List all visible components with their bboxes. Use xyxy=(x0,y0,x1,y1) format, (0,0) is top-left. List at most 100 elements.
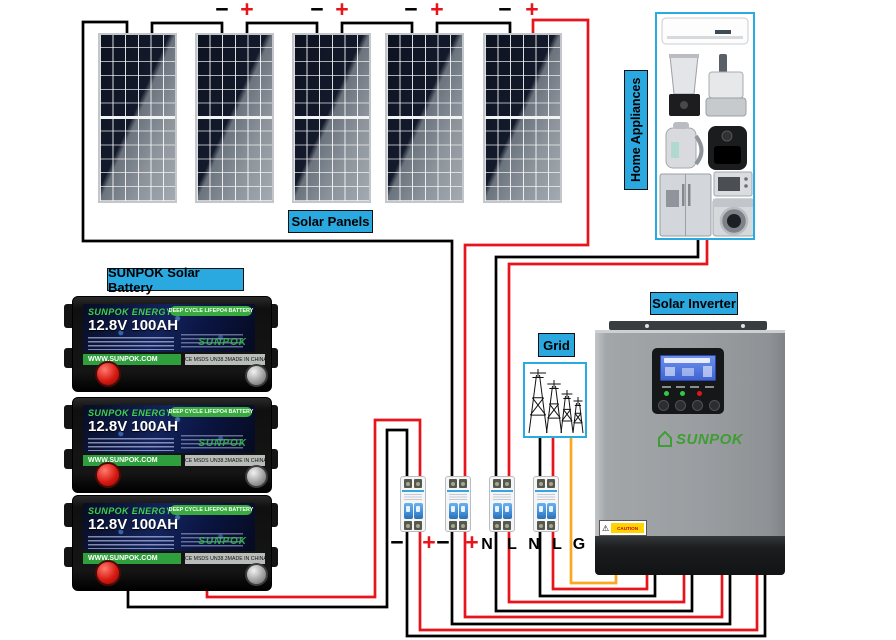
circuit-breaker xyxy=(489,476,515,532)
plus-label: + xyxy=(430,0,444,22)
terminal-screw xyxy=(537,479,545,488)
pv-series-link-wire xyxy=(245,21,319,34)
toaster-oven-icon xyxy=(713,171,753,197)
fine-print xyxy=(88,337,174,350)
battery-positive-wire xyxy=(205,418,422,599)
breaker-toggle xyxy=(492,503,502,519)
breaker-toggles xyxy=(534,503,558,519)
battery-positive-terminal xyxy=(95,462,121,488)
solar-panel xyxy=(483,33,562,203)
breaker-bottom-terminals xyxy=(401,521,425,530)
terminal-screw xyxy=(547,521,555,530)
battery-type-badge: DEEP CYCLE LIFEPO4 BATTERY xyxy=(168,505,254,515)
breaker-top-terminals xyxy=(534,479,558,488)
breaker3-to-inverter-black xyxy=(494,530,694,613)
pylon-icon xyxy=(528,369,548,434)
terminal-letter-label: N xyxy=(528,536,540,553)
breaker-brand-stripe xyxy=(491,490,513,492)
kettle-icon xyxy=(665,122,704,169)
breaker-brand-stripe xyxy=(535,490,557,492)
appliance-icons xyxy=(659,17,755,237)
cert-text: CE MSDS UN38.3 xyxy=(185,356,228,363)
breaker-toggle xyxy=(536,503,546,519)
warning-triangle-icon: ⚠ xyxy=(602,523,610,533)
terminal-screw xyxy=(404,521,412,530)
panel-half-cut-gap xyxy=(100,116,175,119)
terminal-screw xyxy=(449,479,457,488)
solar-panel xyxy=(98,33,177,203)
blender-icon xyxy=(669,54,700,116)
solar-panel xyxy=(195,33,274,203)
terminal-screw xyxy=(404,479,412,488)
ground-wire xyxy=(569,437,618,585)
pv-string-positive-wire xyxy=(463,18,590,479)
battery-brand-text: SUNPOK ENERGY xyxy=(88,506,173,516)
battery-negative-terminal xyxy=(245,465,268,488)
terminal-letter-label: L xyxy=(507,536,517,553)
battery-spec-text: 12.8V 100AH xyxy=(88,418,179,435)
circuit-breaker xyxy=(445,476,471,532)
plus-label: + xyxy=(335,0,349,22)
terminal-screw xyxy=(459,521,467,530)
terminal-screw xyxy=(537,521,545,530)
breaker-bottom-terminals xyxy=(446,521,470,530)
air-fryer-icon xyxy=(708,126,747,170)
minus-label: − xyxy=(498,0,512,22)
status-led-green xyxy=(664,391,669,396)
battery-watermark: SUNPOK xyxy=(198,337,247,348)
breaker2-to-inverter-red xyxy=(463,530,724,619)
terminal-letter-label: N xyxy=(481,536,493,553)
cert-text: CE MSDS UN38.3 xyxy=(185,555,228,562)
inverter-brand-logo: SUNPOK xyxy=(657,430,743,448)
terminal-screw xyxy=(449,521,457,530)
panel-half-cut-gap xyxy=(197,116,272,119)
terminal-screw xyxy=(414,479,422,488)
terminal-screw xyxy=(493,479,501,488)
breaker4-to-inverter-red xyxy=(551,530,649,591)
status-led-green2 xyxy=(680,391,685,396)
panel-half-cut-gap xyxy=(485,116,560,119)
appliance-live-wire xyxy=(507,239,709,479)
battery-negative-terminal xyxy=(245,364,268,387)
terminal-screw xyxy=(547,479,555,488)
breaker-toggle xyxy=(546,503,556,519)
cert-text: CE MSDS UN38.3 xyxy=(185,457,228,464)
battery-negative-terminal xyxy=(245,563,268,586)
circuit-breaker xyxy=(533,476,559,532)
transmission-towers-icon xyxy=(528,369,584,434)
breaker-bottom-terminals xyxy=(490,521,514,530)
breaker1-to-inverter-red xyxy=(418,530,759,632)
minus-label: − xyxy=(390,529,404,555)
pv-string-negative-wire xyxy=(81,20,454,479)
inverter-button xyxy=(675,400,686,411)
pv-series-link-wire xyxy=(435,21,512,34)
home-appliances-box xyxy=(655,12,755,240)
solar-panel xyxy=(385,33,464,203)
breaker-rating-text xyxy=(449,494,467,500)
battery-positive-terminal xyxy=(95,361,121,387)
inverter-terminal-cover xyxy=(595,536,785,575)
breaker-toggles xyxy=(446,503,470,519)
fine-print xyxy=(181,334,243,350)
terminal-screw xyxy=(503,521,511,530)
food-processor-icon xyxy=(705,54,747,117)
plus-label: + xyxy=(240,0,254,22)
solar-panel xyxy=(292,33,371,203)
breaker-rating-text xyxy=(537,494,555,500)
refrigerator-icon xyxy=(659,173,712,237)
pylon-icon xyxy=(560,390,574,434)
inverter-button xyxy=(692,400,703,411)
breaker-toggles xyxy=(401,503,425,519)
made-in-text: MADE IN CHINA xyxy=(227,457,267,464)
solar-inverter-label: Solar Inverter xyxy=(650,292,738,315)
washing-machine-icon xyxy=(712,198,755,237)
